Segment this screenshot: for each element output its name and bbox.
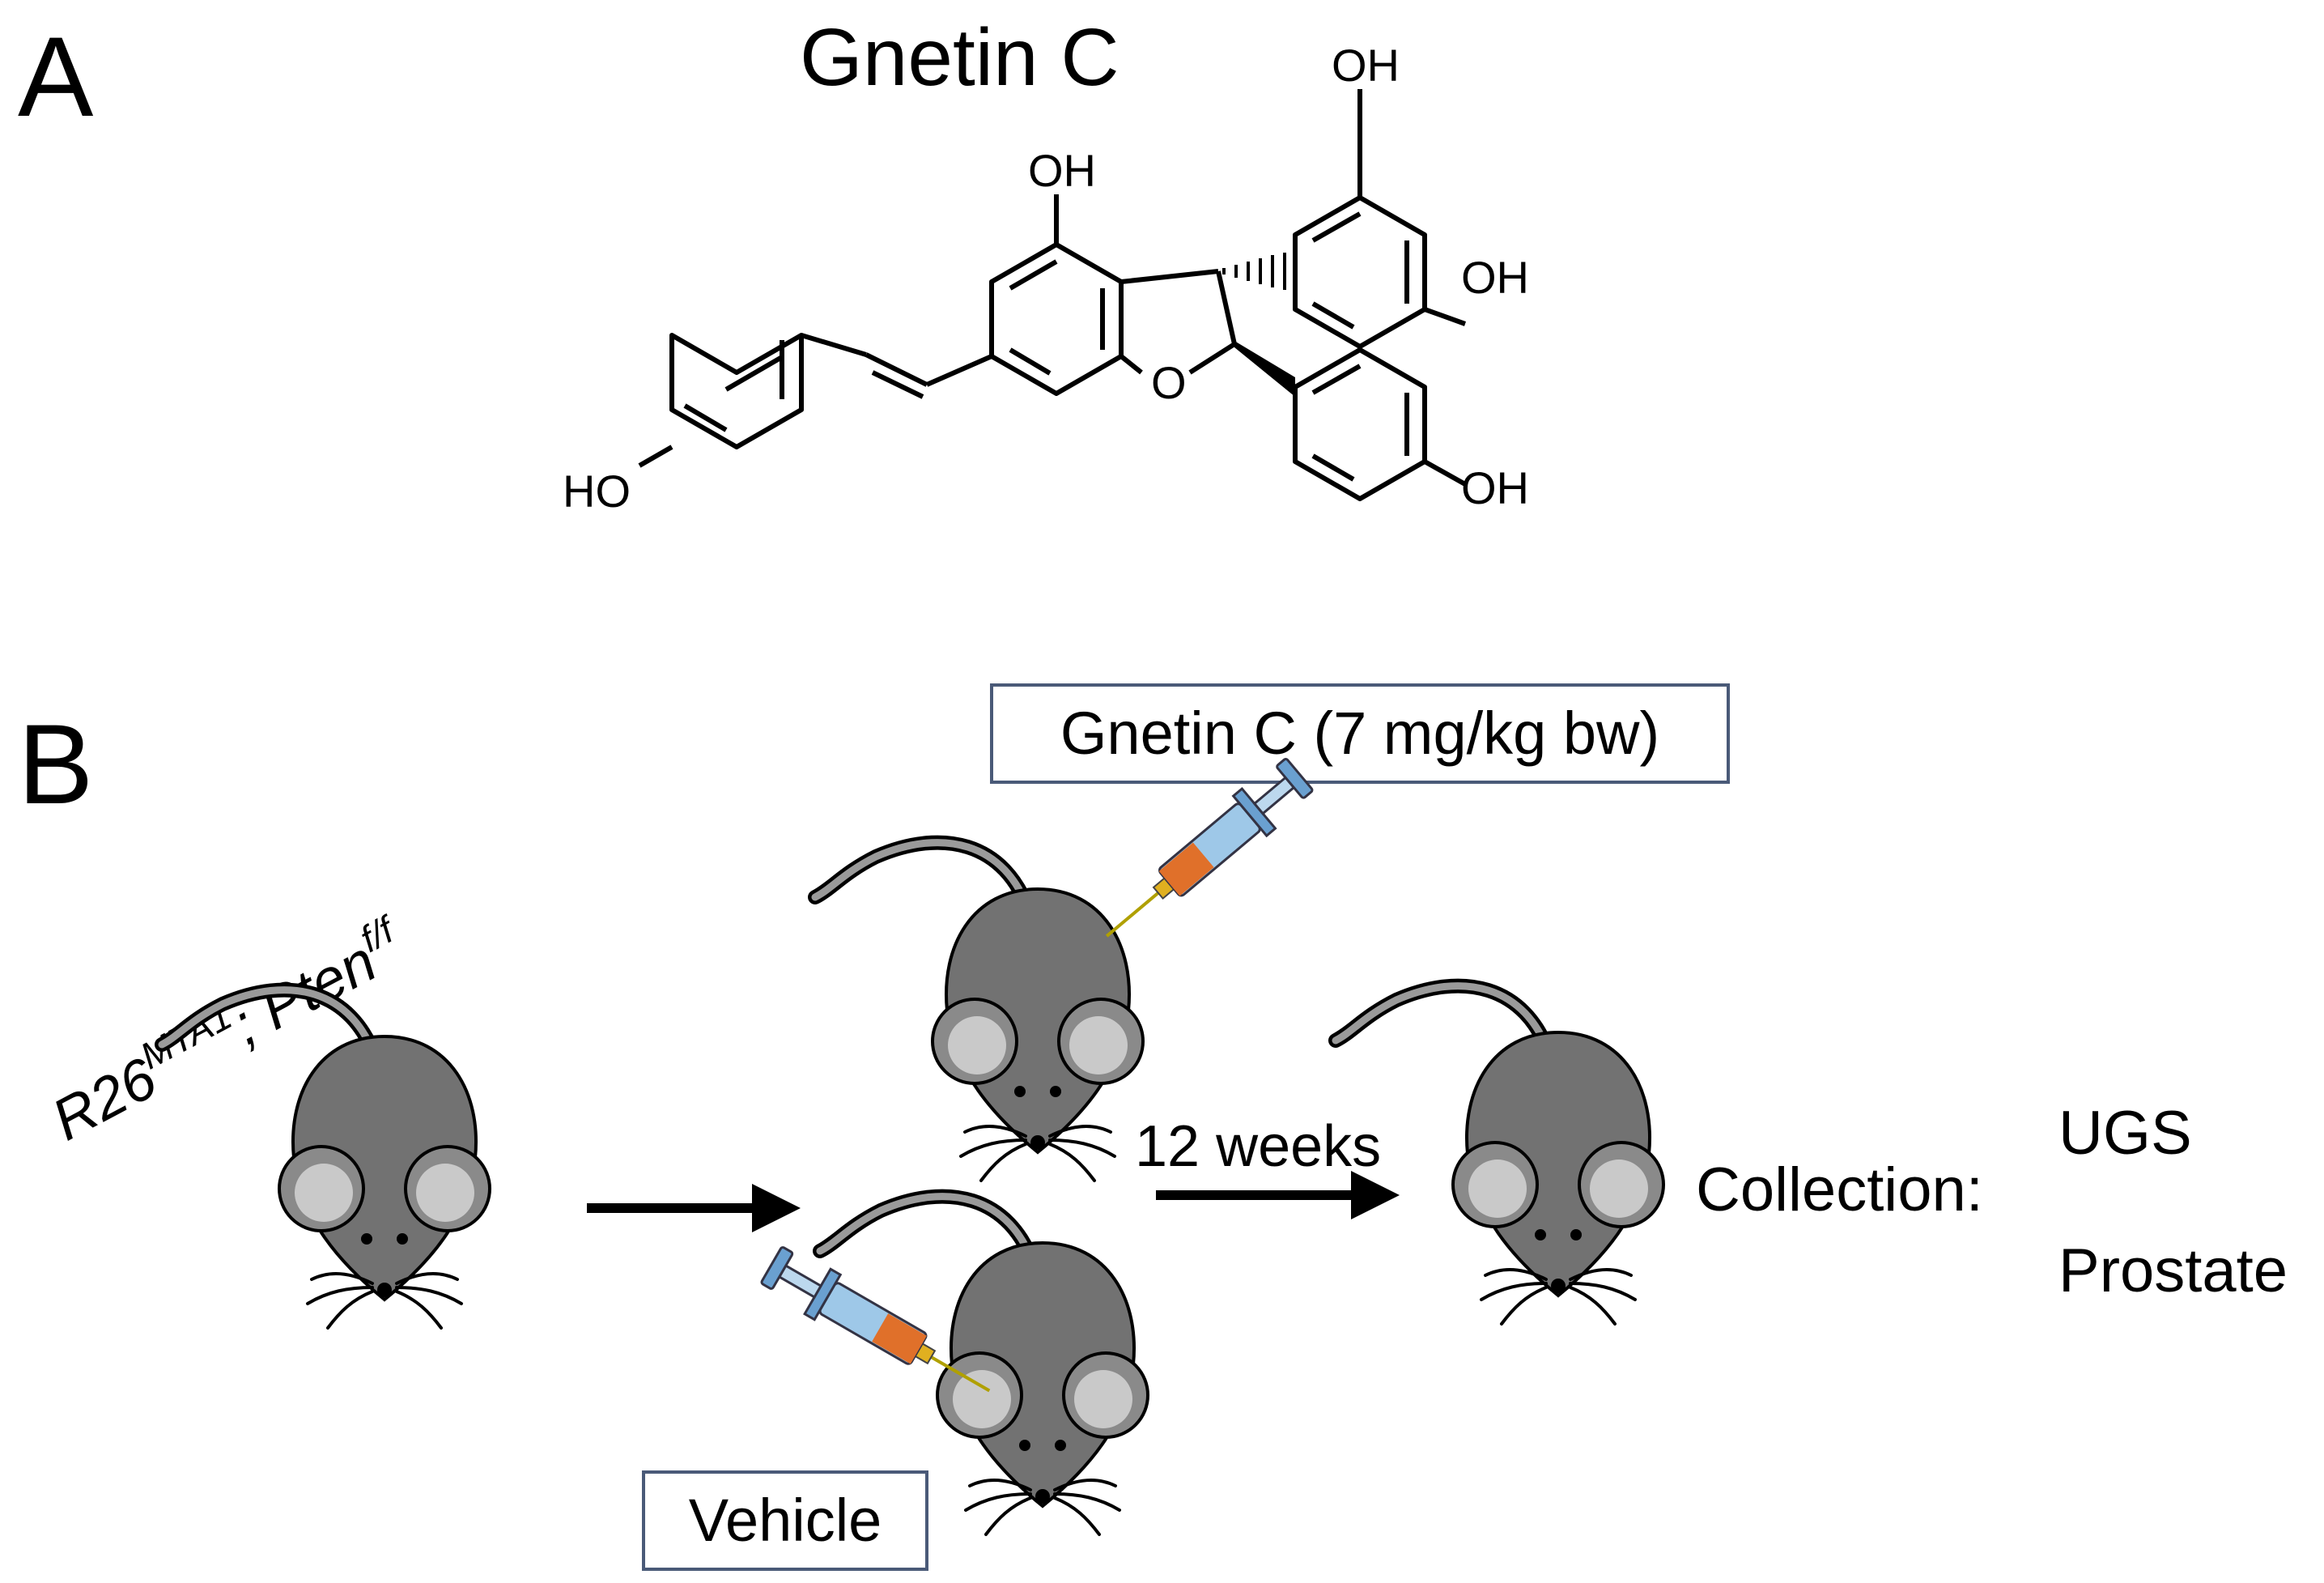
atom-oh-right-lower: OH (1461, 462, 1529, 513)
compound-title: Gnetin C (800, 12, 1120, 103)
treated-mouse (815, 843, 1143, 1181)
duration-label: 12 weeks (1135, 1114, 1381, 1179)
gnetin-c-structure (638, 89, 1467, 501)
structure-atom-labels: OH OH OH HO O OH (563, 40, 1529, 517)
treatment-label: Gnetin C (7 mg/kg bw) (1060, 700, 1659, 767)
final-mouse (1336, 986, 1663, 1324)
treatment-box: Gnetin C (7 mg/kg bw) (990, 683, 1730, 784)
atom-oh-right-upper: OH (1461, 252, 1529, 303)
tissue-ugs: UGS (2058, 1099, 2192, 1168)
hashed-wedge-bond (1222, 253, 1286, 290)
atom-oh-top-right: OH (1332, 40, 1400, 91)
atom-o-ring: O (1151, 357, 1187, 408)
atom-ho-left: HO (563, 466, 631, 517)
gnetin-syringe-icon (1088, 752, 1319, 958)
vehicle-box: Vehicle (642, 1470, 928, 1571)
panel-a-label: A (18, 13, 94, 140)
collection-label: Collection: (1696, 1155, 1983, 1224)
vehicle-label: Vehicle (689, 1487, 882, 1554)
atom-oh-middle: OH (1028, 145, 1096, 196)
solid-wedge-bond (1234, 341, 1295, 397)
tissue-prostate: Prostate (2058, 1236, 2288, 1305)
panel-b-label: B (18, 700, 93, 828)
